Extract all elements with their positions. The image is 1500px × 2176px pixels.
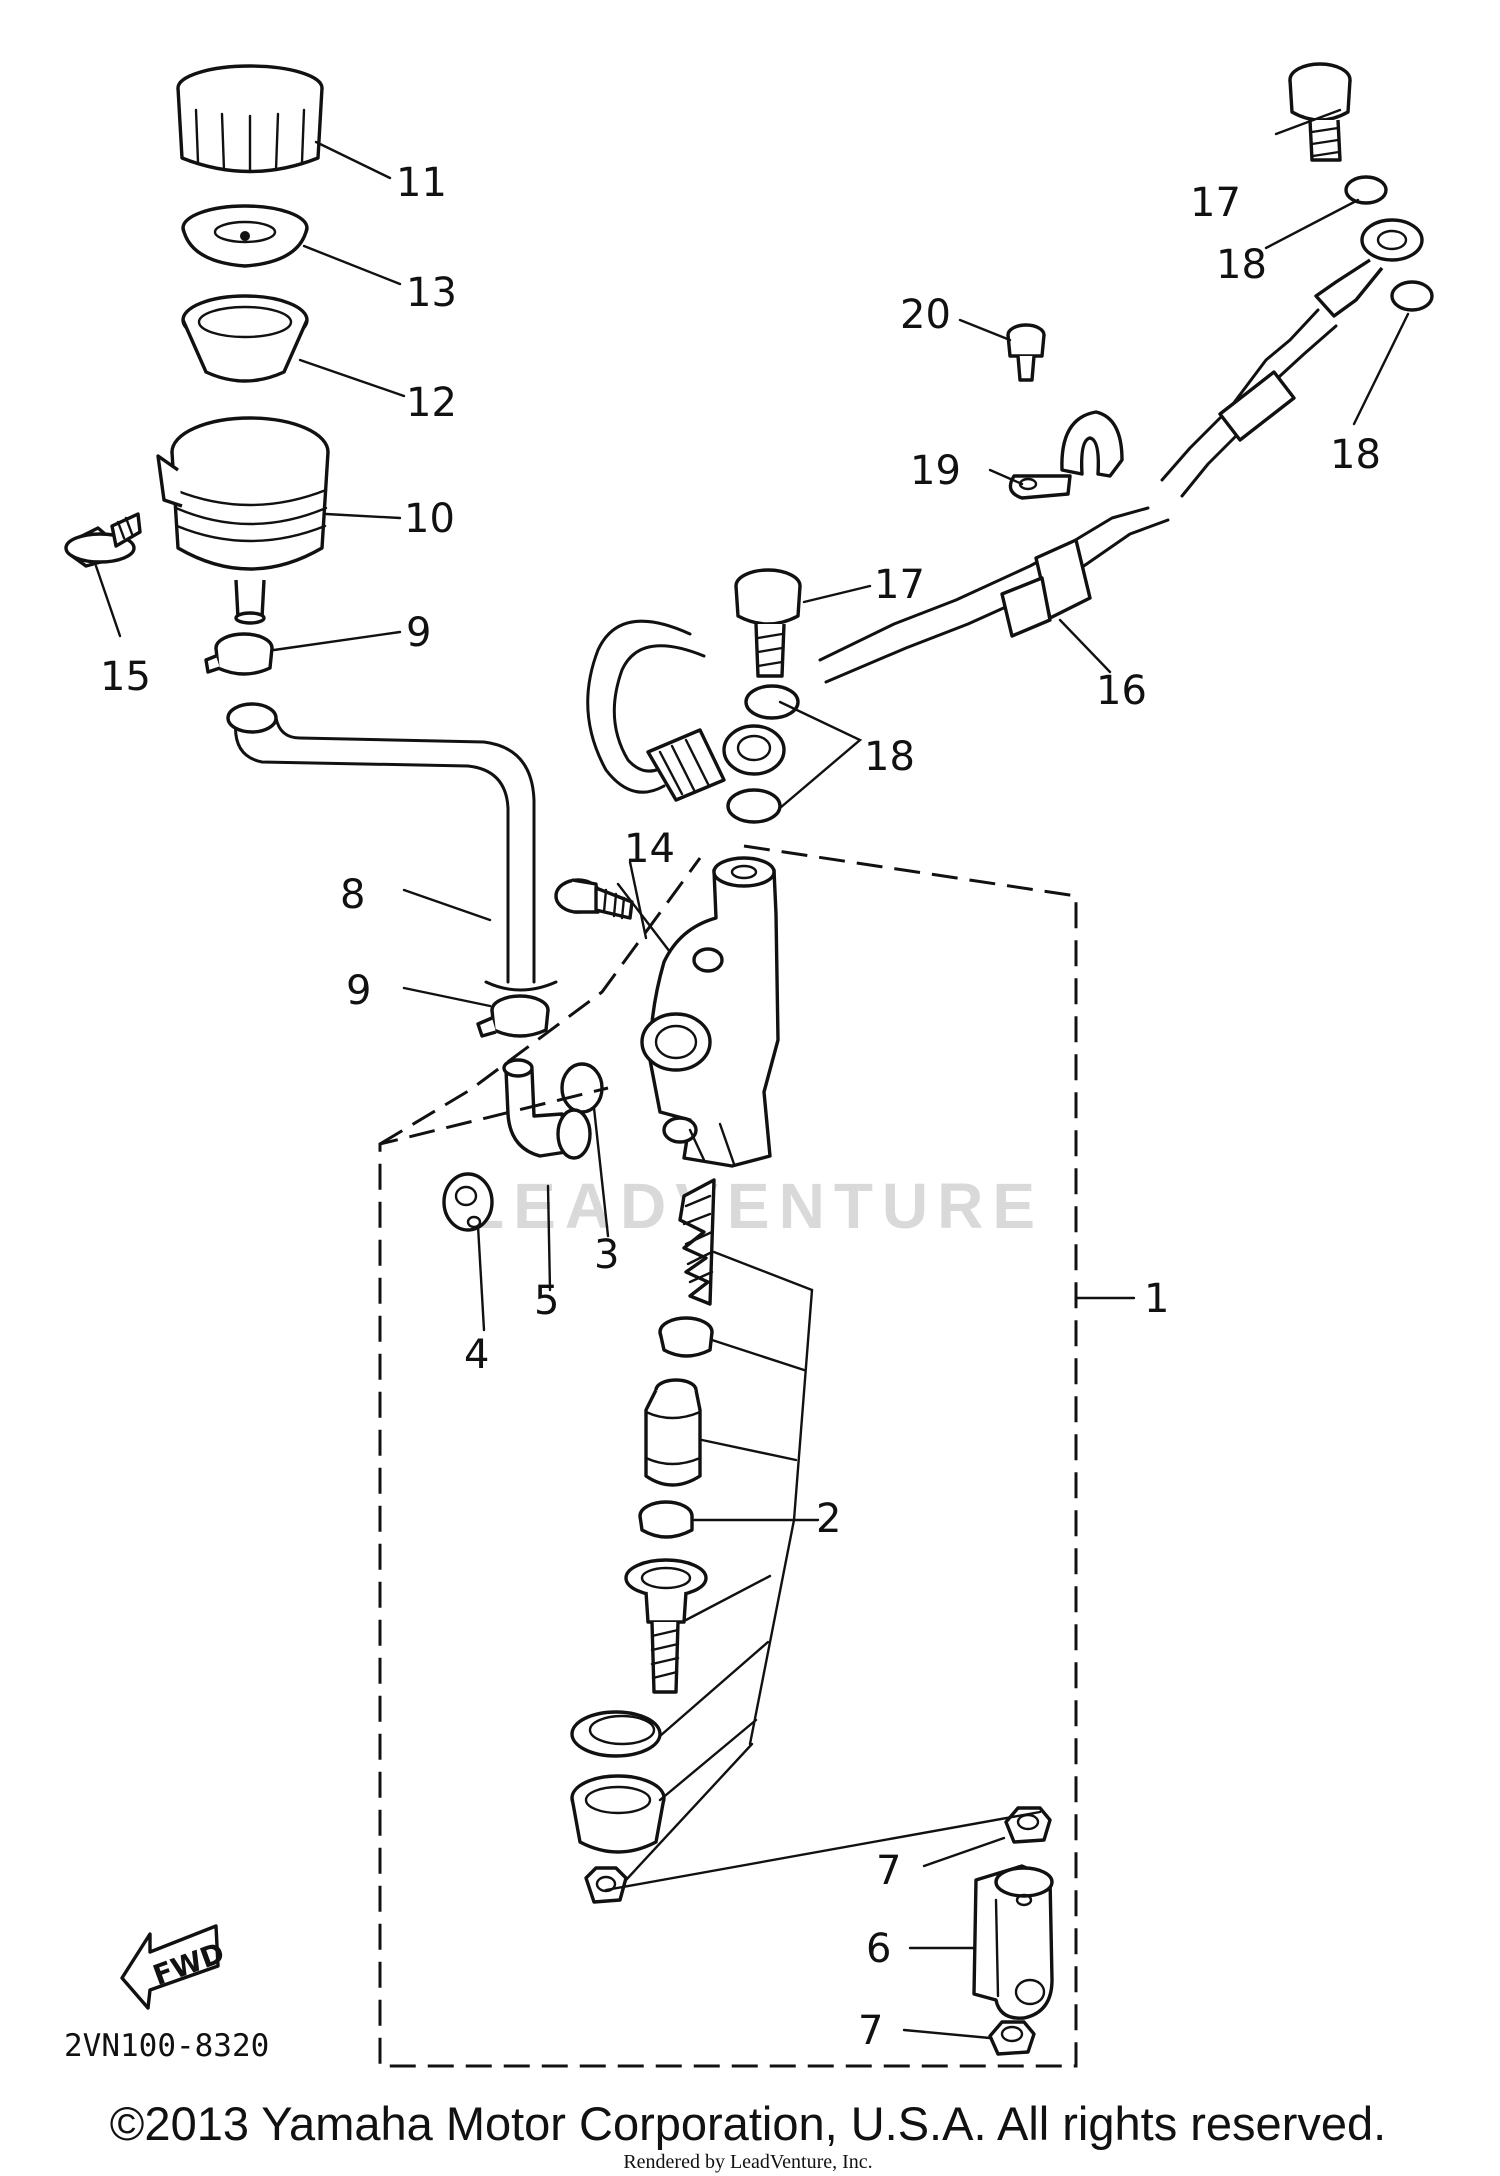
hose-joint-elbow (502, 1058, 592, 1160)
callout-14: 14 (624, 826, 675, 872)
clamp-screw (1006, 323, 1046, 382)
piston-kit (570, 1178, 716, 1904)
brake-hose (818, 308, 1338, 684)
callout-6: 6 (866, 1926, 891, 1972)
o-ring (560, 1062, 604, 1114)
callout-7-bottom: 7 (858, 2008, 883, 2054)
callout-10: 10 (404, 496, 455, 542)
reservoir-hose (230, 702, 536, 984)
callout-8: 8 (340, 872, 365, 918)
diagram-code: 2VN100-8320 (64, 2028, 269, 2064)
copper-washer-mid-b (726, 788, 782, 824)
callout-17-middle: 17 (874, 562, 925, 608)
reservoir-bolt (64, 512, 142, 568)
banjo-fitting-top (1314, 218, 1424, 318)
assembly-outline (378, 844, 1078, 2068)
callout-4: 4 (464, 1332, 489, 1378)
callout-18-top: 18 (1216, 242, 1267, 288)
callout-2: 2 (816, 1496, 841, 1542)
master-cylinder-body (640, 856, 780, 1168)
callout-7-top: 7 (876, 1848, 901, 1894)
joint-plate (442, 1172, 494, 1232)
diaphragm-plate (181, 294, 309, 383)
callout-12: 12 (406, 380, 457, 426)
reservoir-diaphragm (181, 204, 309, 268)
callout-13: 13 (406, 270, 457, 316)
reservoir-tank (156, 416, 330, 625)
rendered-by-note: Rendered by LeadVenture, Inc. (623, 2151, 872, 2173)
hose-clamp-bracket (1008, 410, 1124, 500)
hose-clamp-upper (204, 632, 274, 676)
mounting-bolt (554, 878, 634, 920)
callout-16: 16 (1096, 668, 1147, 714)
copper-washer-top-a (1344, 175, 1388, 205)
reservoir-cap (176, 64, 324, 174)
callout-5: 5 (534, 1278, 559, 1324)
hose-clamp-lower (476, 994, 550, 1038)
callout-17-top: 17 (1190, 180, 1241, 226)
callout-18-right: 18 (1330, 432, 1381, 478)
clevis (972, 1864, 1054, 2020)
leader-lines (94, 108, 1410, 2040)
banjo-fitting-middle (586, 619, 786, 802)
callout-1: 1 (1144, 1276, 1169, 1322)
callout-15: 15 (100, 654, 151, 700)
fwd-arrow-icon: FWD (120, 1924, 229, 2010)
union-bolt-middle (734, 568, 802, 678)
callout-11: 11 (396, 160, 447, 206)
callout-numbers: 1 2 3 4 5 6 7 7 8 9 9 10 11 12 13 14 15 … (100, 160, 1381, 2054)
lock-nut-bottom (988, 2020, 1036, 2056)
watermark: LEADVENTURE (465, 1170, 1044, 1242)
union-bolt-top (1288, 62, 1352, 162)
copyright-notice: ©2013 Yamaha Motor Corporation, U.S.A. A… (110, 2097, 1386, 2150)
callout-18-middle: 18 (864, 734, 915, 780)
callout-19: 19 (910, 448, 961, 494)
callout-9-bottom: 9 (346, 968, 371, 1014)
callout-20: 20 (900, 292, 951, 338)
copper-washer-mid-a (744, 684, 800, 720)
callout-9-top: 9 (406, 610, 431, 656)
copper-washer-top-b (1390, 280, 1434, 312)
callout-3: 3 (594, 1232, 619, 1278)
